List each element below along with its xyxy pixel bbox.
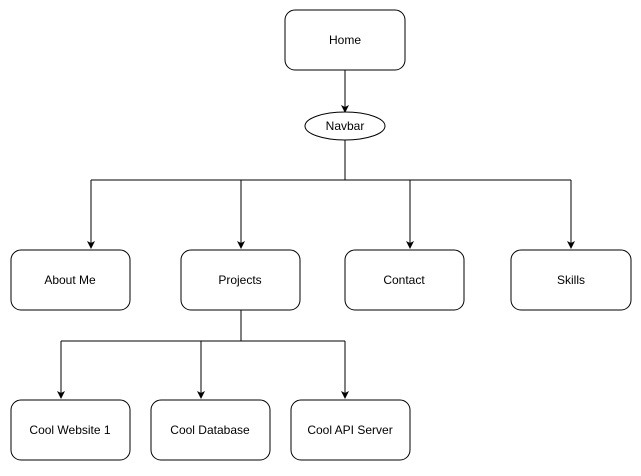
node-contact-box: [344, 249, 465, 311]
node-cool-website[interactable]: Cool Website 1: [10, 399, 131, 461]
node-contact[interactable]: Contact: [344, 249, 465, 311]
node-home-label: Home: [329, 33, 361, 47]
node-cool-database[interactable]: Cool Database: [150, 399, 271, 461]
node-home-box: [284, 9, 406, 71]
node-about-me-label: About Me: [44, 273, 96, 287]
node-skills[interactable]: Skills: [510, 249, 632, 311]
node-cool-database-box: [150, 399, 271, 461]
node-navbar-ellipse: [304, 111, 386, 141]
node-about-me[interactable]: About Me: [10, 249, 131, 311]
node-navbar[interactable]: Navbar: [304, 111, 386, 141]
node-skills-label: Skills: [557, 273, 585, 287]
node-cool-website-box: [10, 399, 131, 461]
node-projects[interactable]: Projects: [180, 249, 301, 311]
node-contact-label: Contact: [383, 273, 425, 287]
node-projects-label: Projects: [218, 273, 261, 287]
node-cool-database-label: Cool Database: [170, 423, 250, 437]
node-cool-website-label: Cool Website 1: [29, 423, 110, 437]
node-projects-box: [180, 249, 301, 311]
node-navbar-label: Navbar: [326, 119, 365, 133]
node-skills-box: [510, 249, 632, 311]
node-cool-api-server[interactable]: Cool API Server: [290, 399, 411, 461]
node-cool-api-server-label: Cool API Server: [307, 423, 392, 437]
node-cool-api-server-box: [290, 399, 411, 461]
node-about-me-box: [10, 249, 131, 311]
node-home[interactable]: Home: [284, 9, 406, 71]
